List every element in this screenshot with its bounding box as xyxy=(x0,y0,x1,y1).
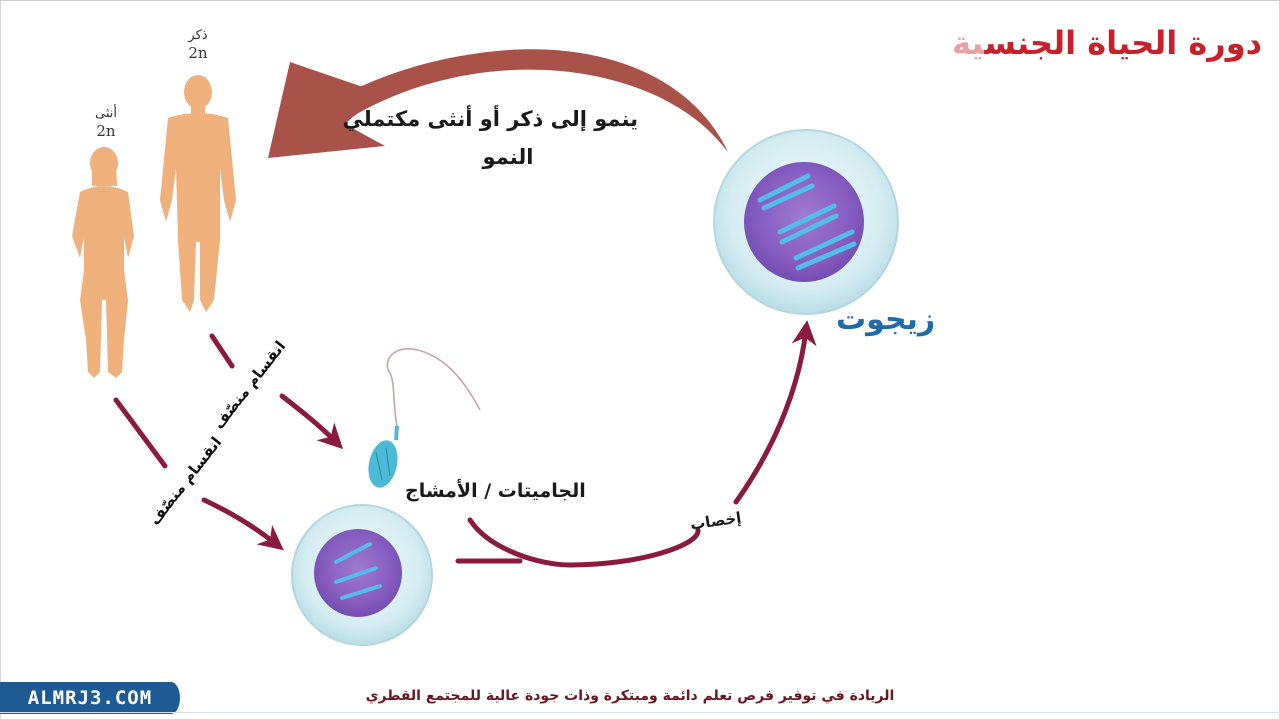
site-logo-badge[interactable]: ALMRJ3.COM xyxy=(0,682,180,714)
female-label: أنثى xyxy=(95,106,117,121)
male-figure xyxy=(160,75,236,312)
gametes-label: الجاميتات / الأمشاج xyxy=(405,480,586,502)
zygote-cell xyxy=(713,129,899,315)
growth-caption: ينمو إلى ذكر أو أنثى مكتملي النمو xyxy=(342,100,638,176)
page-title: دورة الحياة الجنسية xyxy=(952,24,1262,62)
growth-caption-line2: النمو xyxy=(482,145,534,169)
footer-slogan: الريادة في توفير فرص تعلم دائمة ومبتكرة … xyxy=(365,688,895,704)
male-label: ذكر xyxy=(188,28,208,43)
footer-divider xyxy=(0,712,1280,713)
fertilization-arrow xyxy=(455,320,817,568)
growth-caption-line1: ينمو إلى ذكر أو أنثى مكتملي xyxy=(342,107,638,131)
growth-arrow xyxy=(268,49,728,158)
zygote-label: زيجوت xyxy=(836,302,936,337)
title-main: دورة الحياة الجنس xyxy=(984,24,1262,62)
meiosis-arrows xyxy=(113,333,344,551)
male-ploidy: 2n xyxy=(188,44,208,62)
title-faded-suffix: ية xyxy=(951,24,985,62)
sperm-cell xyxy=(368,348,481,488)
site-logo-text: ALMRJ3.COM xyxy=(27,687,153,709)
egg-cell xyxy=(291,504,433,646)
female-ploidy: 2n xyxy=(96,122,116,140)
female-figure xyxy=(72,147,134,378)
